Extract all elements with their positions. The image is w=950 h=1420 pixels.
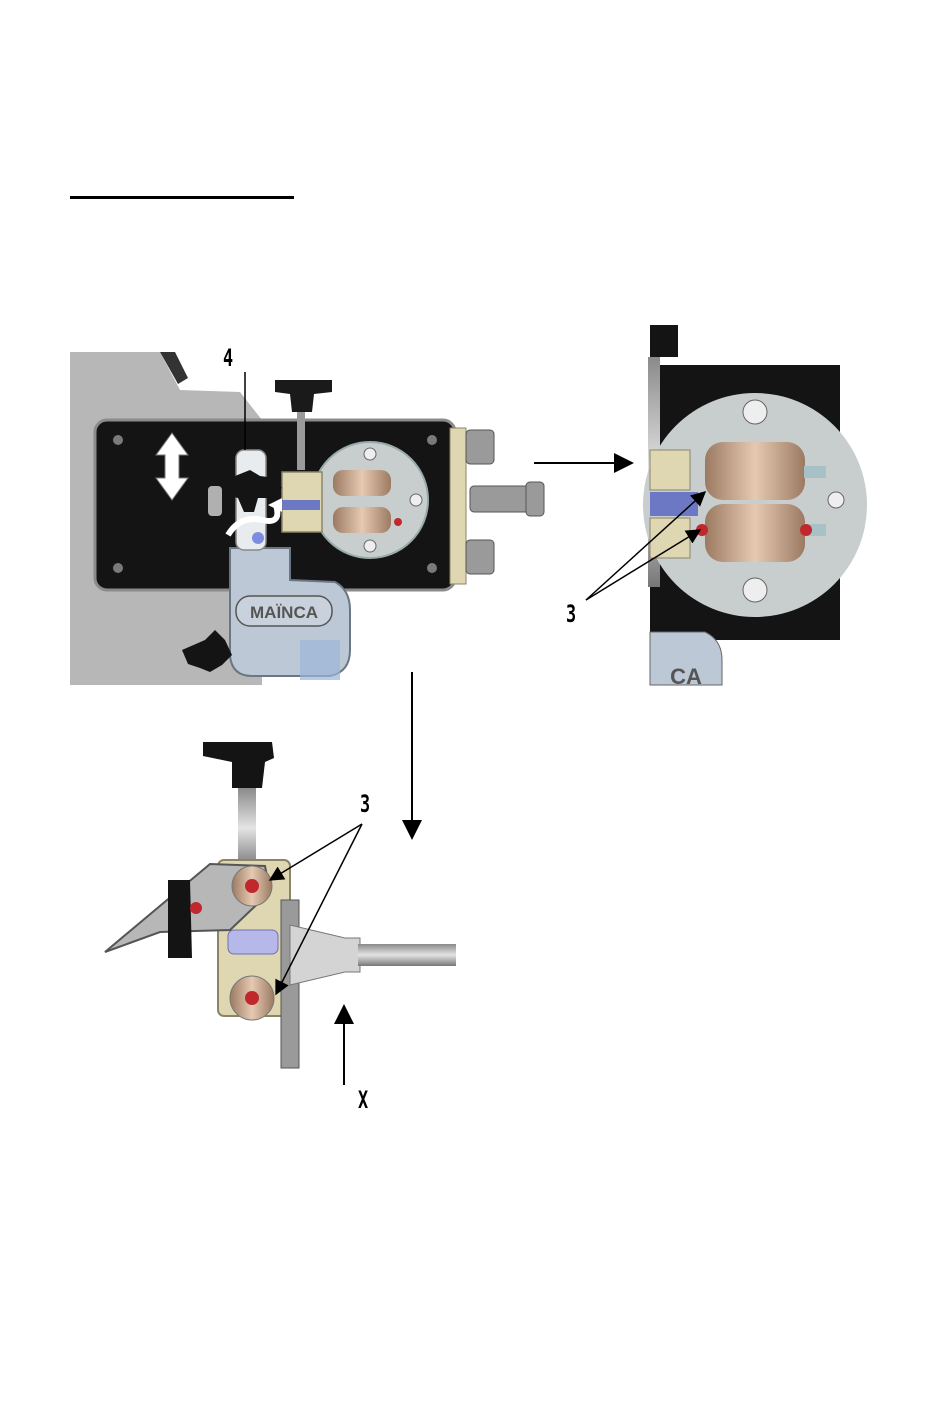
main-view: MAÏNCA [70, 352, 550, 685]
side-view [105, 742, 456, 1068]
detail-view: CA [643, 325, 867, 689]
inlet-knob [526, 482, 544, 516]
callout-4: 4 [223, 344, 233, 372]
side-upper-roller-pin [245, 879, 259, 893]
side-tension-knob [203, 742, 274, 788]
wire-guide-insert [280, 500, 320, 510]
lever-thread [208, 486, 222, 516]
blue-fitting [300, 640, 340, 680]
adjuster-knob-lower [466, 540, 494, 574]
roller-pin-red [394, 518, 402, 526]
upper-feed-roller [333, 470, 391, 496]
callout-x: X [358, 1086, 368, 1114]
detail-logo-fragment: CA [670, 664, 702, 689]
side-adjuster-block [450, 428, 466, 584]
side-lever-knob [168, 880, 192, 958]
detail-lower-roller [705, 504, 805, 562]
detail-upper-roller [705, 442, 805, 500]
side-tension-rod [238, 788, 256, 868]
brand-logo: MAÏNCA [250, 603, 318, 622]
detail-disc-screw-bottom [743, 578, 767, 602]
detail-pin-red [696, 524, 708, 536]
side-wire-tube [358, 944, 456, 966]
callout-3-detail: 3 [566, 600, 576, 628]
lower-feed-roller [333, 507, 391, 533]
tension-screw [297, 410, 305, 470]
detail-disc-screw-top [743, 400, 767, 424]
detail-axle-upper [804, 466, 826, 478]
lever-pivot [252, 532, 264, 544]
callout-3-side: 3 [360, 790, 370, 818]
detail-disc-screw-right [828, 492, 844, 508]
side-lower-roller-pin [245, 991, 259, 1005]
side-wire-guide [228, 930, 278, 954]
adjuster-knob-upper [466, 430, 494, 464]
side-arm-pin [190, 902, 202, 914]
side-inlet-cone [290, 925, 360, 985]
detail-pin-red-right [800, 524, 812, 536]
detail-block-upper [650, 450, 690, 490]
detail-knob-top [650, 325, 678, 357]
inlet-guide [470, 486, 530, 512]
